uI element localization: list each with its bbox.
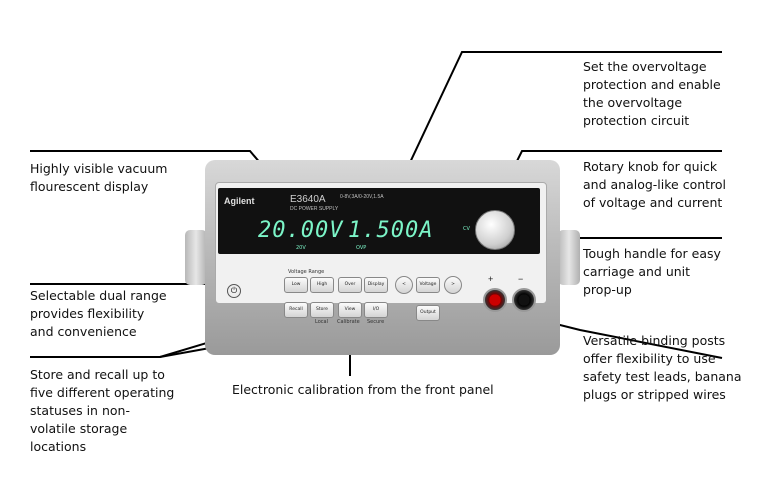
device-subtitle: DC POWER SUPPLY bbox=[290, 206, 339, 212]
annotation-line: Set the overvoltage bbox=[583, 59, 707, 74]
left-arrow-button[interactable]: < bbox=[395, 276, 413, 294]
annotation-line: safety test leads, banana bbox=[583, 369, 742, 384]
calibrate-label: Calibrate bbox=[337, 319, 360, 325]
annotation-line: Versatile binding posts bbox=[583, 333, 726, 348]
annotation-calibration: Electronic calibration from the front pa… bbox=[232, 382, 494, 397]
annotation-line: Tough handle for easy bbox=[583, 246, 721, 261]
annotation-handle: Tough handle for easy carriage and unit … bbox=[583, 245, 721, 299]
secure-label: Secure bbox=[367, 319, 385, 325]
voltage-readout: 20.00V bbox=[258, 218, 344, 243]
annotation-line: locations bbox=[30, 439, 87, 454]
annotation-range: Selectable dual range provides flexibili… bbox=[30, 287, 167, 341]
range-indicator: 20V bbox=[296, 245, 306, 251]
annotation-line: Rotary knob for quick bbox=[583, 159, 718, 174]
handle-right bbox=[558, 230, 580, 285]
view-button[interactable]: View bbox=[338, 302, 362, 318]
annotation-line: and convenience bbox=[30, 324, 137, 339]
annotation-line: carriage and unit bbox=[583, 264, 691, 279]
annotation-line: offer flexibility to use bbox=[583, 351, 716, 366]
model-number: E3640A bbox=[290, 194, 326, 205]
annotation-overvoltage: Set the overvoltage protection and enabl… bbox=[583, 58, 721, 130]
annotation-line: volatile storage bbox=[30, 421, 128, 436]
rotary-knob[interactable] bbox=[475, 210, 515, 250]
positive-binding-post[interactable] bbox=[483, 288, 507, 312]
io-config-button[interactable]: I/O Config bbox=[364, 302, 388, 318]
annotation-line: Selectable dual range bbox=[30, 288, 167, 303]
voltage-current-button[interactable]: Voltage Current bbox=[416, 277, 440, 293]
brand-logo: Agilent bbox=[224, 196, 255, 206]
annotation-line: statuses in non- bbox=[30, 403, 130, 418]
power-button[interactable]: ⏻ bbox=[227, 284, 241, 298]
annotation-store: Store and recall up to five different op… bbox=[30, 366, 174, 456]
annotation-line: the overvoltage bbox=[583, 95, 683, 110]
voltage-range-label: Voltage Range bbox=[288, 269, 325, 275]
annotation-line: five different operating bbox=[30, 385, 175, 400]
power-supply: Agilent E3640A DC POWER SUPPLY 0-8V,3A/0… bbox=[185, 150, 580, 365]
annotation-line: of voltage and current bbox=[583, 195, 723, 210]
device-ratings: 0-8V,3A/0-20V,1.5A bbox=[340, 194, 384, 200]
annotation-display: Highly visible vacuum flourescent displa… bbox=[30, 160, 167, 196]
ovp-indicator: OVP bbox=[356, 245, 367, 251]
output-onoff-button[interactable]: Output On/Off bbox=[416, 305, 440, 321]
low-range-button[interactable]: Low bbox=[284, 277, 308, 293]
cv-indicator: CV bbox=[463, 226, 470, 232]
plus-sign: + bbox=[488, 274, 494, 284]
annotation-line: prop-up bbox=[583, 282, 632, 297]
annotation-knob: Rotary knob for quick and analog-like co… bbox=[583, 158, 726, 212]
recall-button[interactable]: Recall bbox=[284, 302, 308, 318]
annotation-line: protection circuit bbox=[583, 113, 690, 128]
annotation-line: Store and recall up to bbox=[30, 367, 165, 382]
minus-sign: − bbox=[518, 274, 524, 284]
right-arrow-button[interactable]: > bbox=[444, 276, 462, 294]
annotation-line: flourescent display bbox=[30, 179, 149, 194]
current-readout: 1.500A bbox=[348, 218, 434, 243]
local-label: Local bbox=[315, 319, 328, 325]
store-button[interactable]: Store bbox=[310, 302, 334, 318]
annotation-line: protection and enable bbox=[583, 77, 721, 92]
annotation-line: and analog-like control bbox=[583, 177, 727, 192]
display-limit-button[interactable]: Display Limit bbox=[364, 277, 388, 293]
handle-left bbox=[185, 230, 207, 285]
annotation-line: plugs or stripped wires bbox=[583, 387, 726, 402]
annotation-line: Highly visible vacuum bbox=[30, 161, 168, 176]
high-range-button[interactable]: High bbox=[310, 277, 334, 293]
negative-binding-post[interactable] bbox=[512, 288, 536, 312]
over-voltage-button[interactable]: Over Voltage bbox=[338, 277, 362, 293]
annotation-line: provides flexibility bbox=[30, 306, 145, 321]
annotation-binding-posts: Versatile binding posts offer flexibilit… bbox=[583, 332, 742, 404]
